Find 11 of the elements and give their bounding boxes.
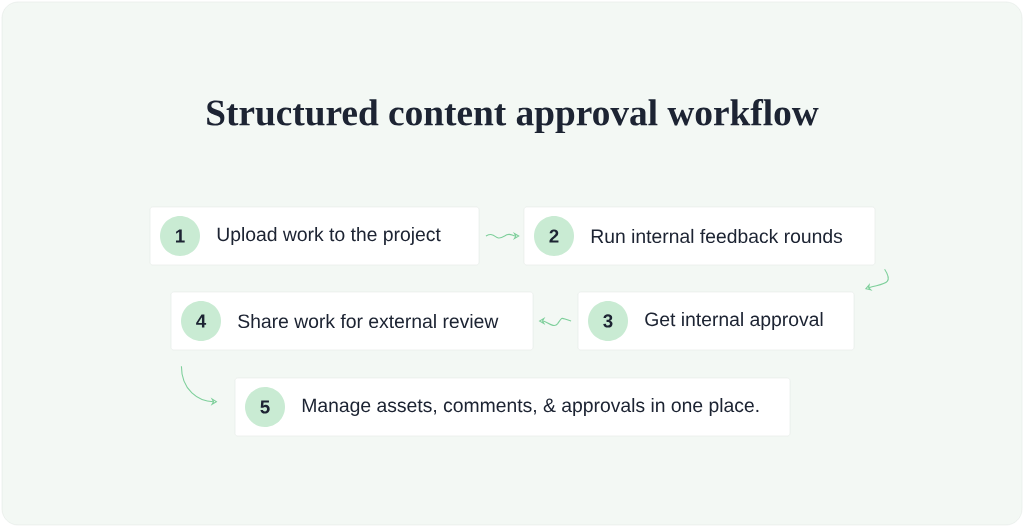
step-label: Upload work to the project (217, 227, 441, 245)
title: Structured content approval workflow (207, 98, 819, 134)
step-label: Get internal approval (645, 312, 823, 330)
step-box (523, 206, 876, 266)
step-box (577, 291, 855, 351)
step-box (234, 377, 791, 437)
step-label: Manage assets, comments, & approvals in one place. (302, 398, 759, 416)
step-box (149, 206, 480, 266)
step-box (170, 291, 534, 351)
step-label: Share work for external review (238, 313, 499, 329)
step-label: Run internal feedback rounds (591, 228, 843, 244)
